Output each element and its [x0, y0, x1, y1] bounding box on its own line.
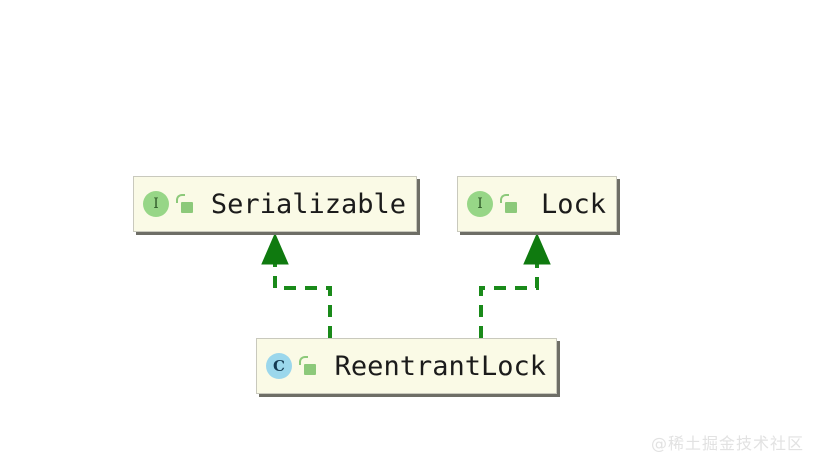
- watermark-text: @稀土掘金技术社区: [650, 434, 804, 453]
- uml-node-label: Lock: [540, 188, 606, 220]
- edge-line: [273, 263, 332, 338]
- uml-node-label: ReentrantLock: [334, 350, 546, 382]
- edge-arrowhead-triangle: [261, 232, 289, 265]
- uml-node-serializable[interactable]: I Serializable: [133, 176, 417, 232]
- edge-line: [479, 263, 539, 338]
- unlock-icon: [499, 193, 517, 215]
- uml-node-reentrantlock[interactable]: C ReentrantLock: [256, 338, 557, 394]
- unlock-icon: [175, 193, 193, 215]
- class-badge-icon: C: [266, 353, 292, 379]
- unlock-icon: [298, 355, 316, 377]
- edge-reentrantlock-implements-serializable: [261, 232, 332, 338]
- edge-arrowhead-triangle: [523, 232, 551, 265]
- edge-reentrantlock-implements-lock: [479, 232, 551, 338]
- interface-badge-icon: I: [467, 191, 493, 217]
- uml-node-label: Serializable: [210, 188, 406, 220]
- uml-node-lock[interactable]: I Lock: [457, 176, 617, 232]
- interface-badge-icon: I: [143, 191, 169, 217]
